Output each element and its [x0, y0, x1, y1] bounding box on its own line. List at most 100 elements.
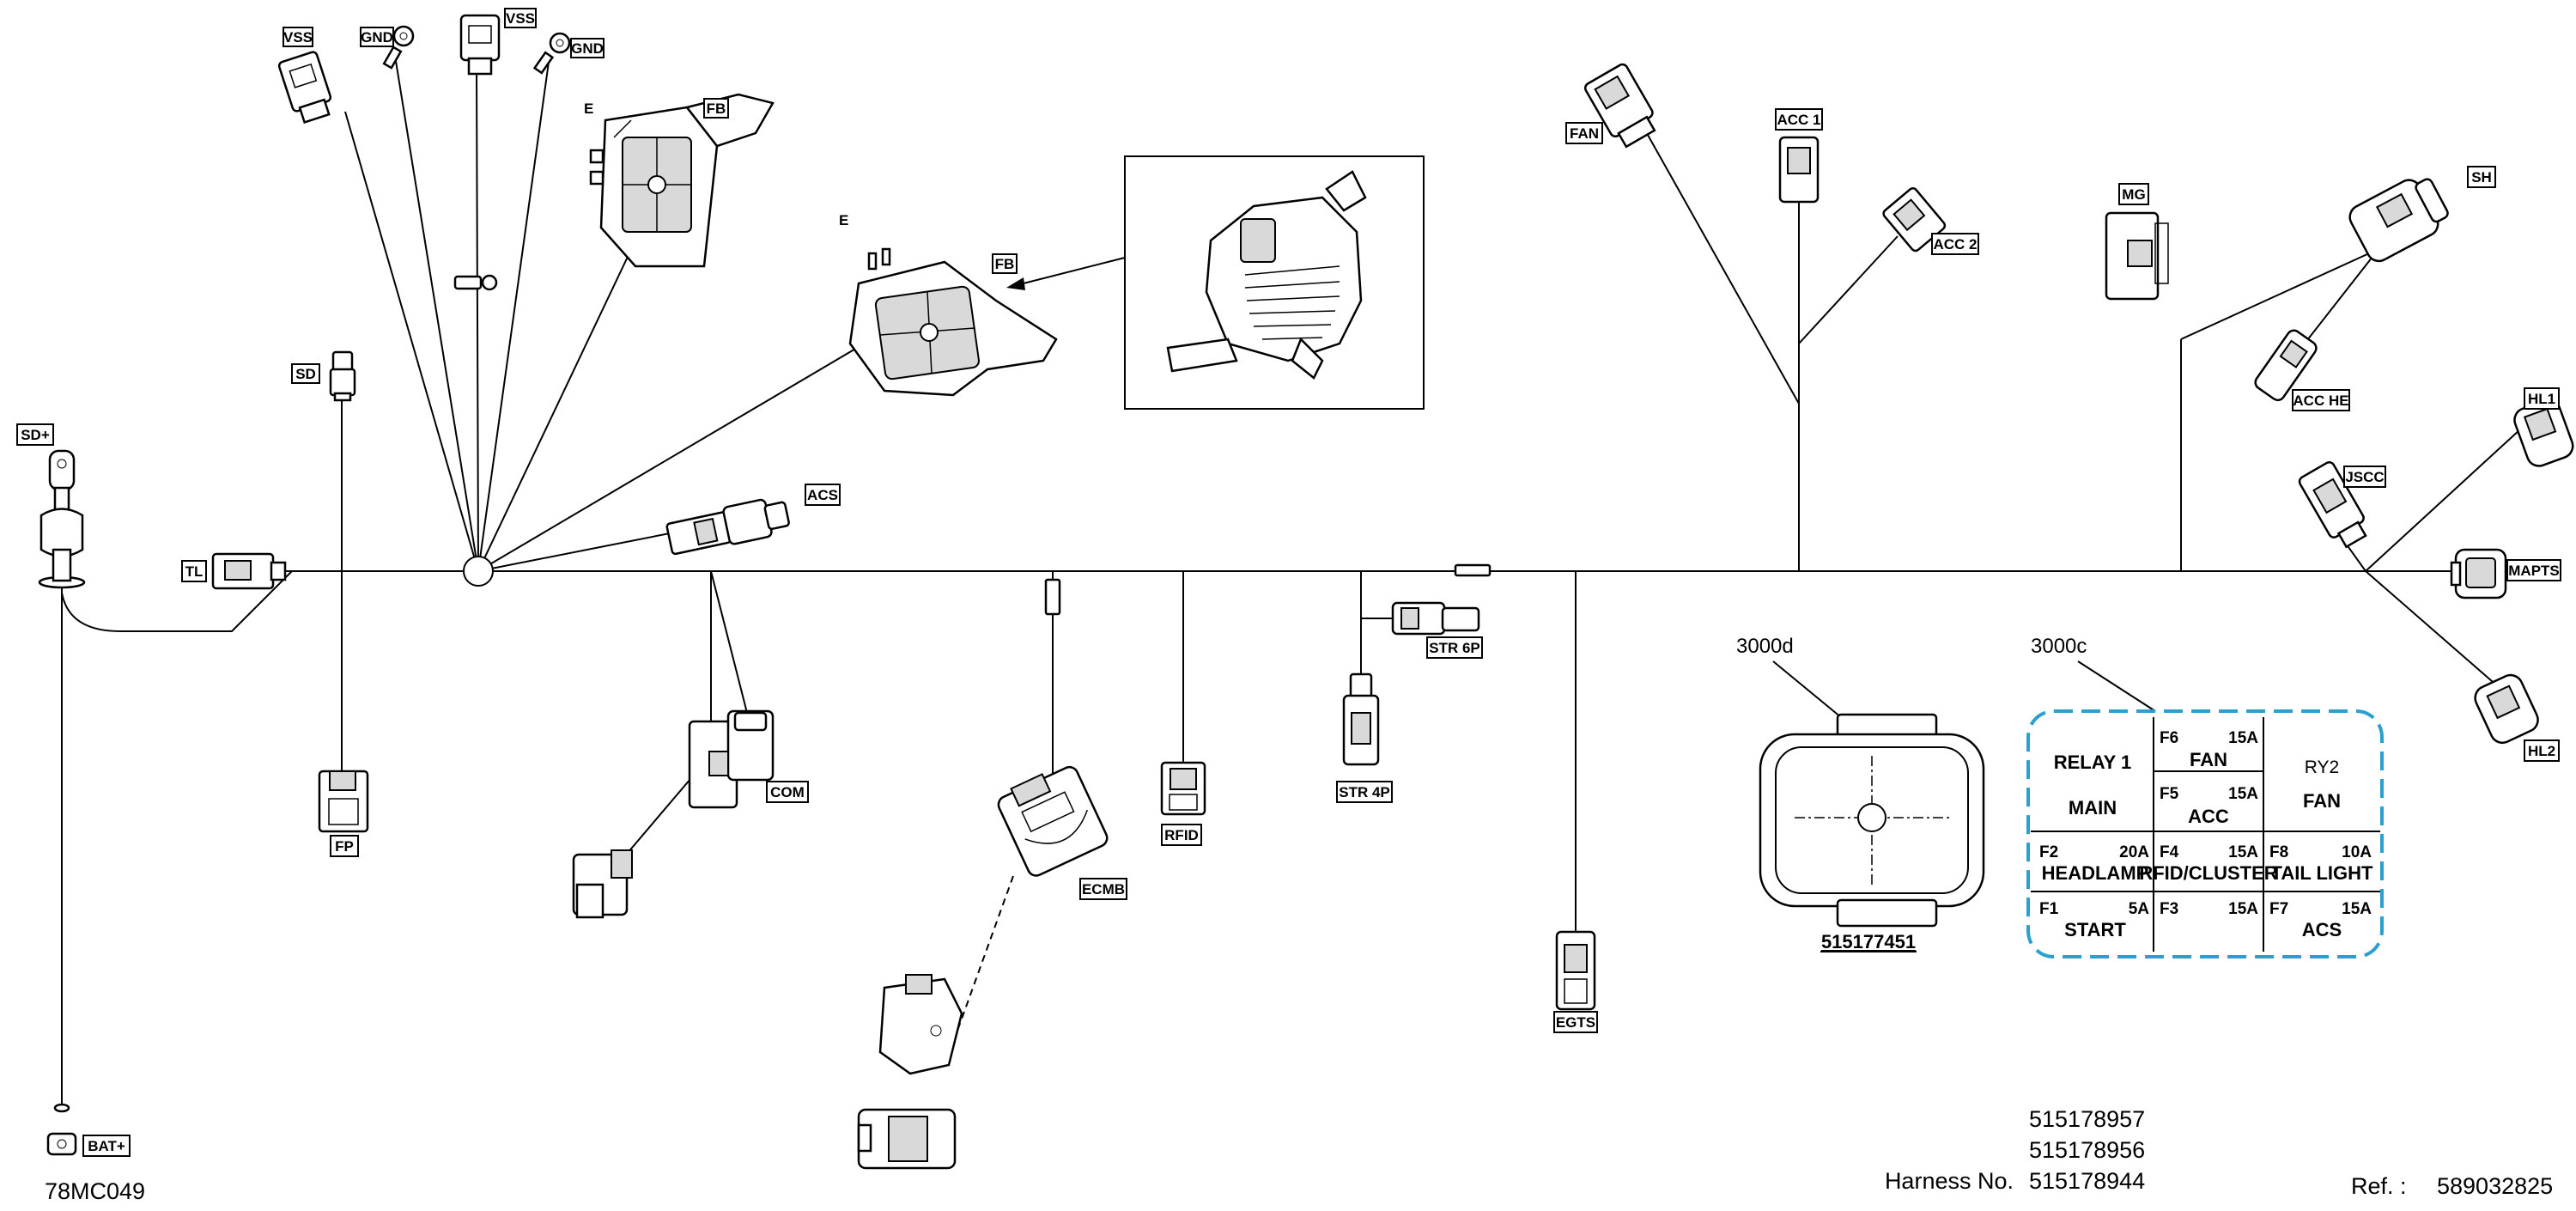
svg-text:ACC HE: ACC HE: [2293, 393, 2348, 409]
main-label: MAIN: [2069, 797, 2117, 818]
bat-plus-terminal: [46, 1103, 77, 1156]
tag-tl: TL: [181, 560, 207, 582]
svg-text:STR 6P: STR 6P: [1429, 640, 1480, 656]
f5-name: ACC: [2188, 806, 2229, 827]
svg-text:SH: SH: [2471, 169, 2492, 186]
tag-fb-2: FB: [992, 253, 1018, 274]
f7-amp: 15A: [2342, 900, 2372, 918]
f8-name: TAIL LIGHT: [2271, 862, 2374, 884]
tag-sd-plus: SD+: [16, 423, 54, 446]
hl1-connector: [2513, 399, 2574, 467]
f1-amp: 5A: [2129, 900, 2150, 918]
svg-text:HL2: HL2: [2528, 743, 2555, 759]
f6-name: FAN: [2190, 749, 2227, 770]
acs-connector: [665, 498, 790, 556]
tag-mapts: MAPTS: [2506, 559, 2561, 581]
fuse-box-e-1: [589, 93, 775, 268]
svg-text:HL1: HL1: [2528, 391, 2555, 407]
f1-id: F1: [2039, 900, 2059, 918]
ry2-fan-label: FAN: [2303, 790, 2341, 812]
f4-name: RFID/CLUSTER: [2139, 862, 2277, 884]
jscc-connector: [2298, 460, 2367, 549]
com-connector: [688, 709, 775, 809]
com-pigtail-connector: [572, 849, 633, 919]
svg-text:COM: COM: [770, 784, 805, 800]
harness-number-2: 515178956: [2029, 1137, 2145, 1163]
svg-text:ACC 1: ACC 1: [1777, 112, 1820, 128]
tag-hl1: HL1: [2524, 387, 2560, 410]
tag-acs: ACS: [805, 484, 841, 506]
ecmb-connector: [997, 765, 1109, 877]
inline-splice: [1454, 563, 1492, 577]
tag-com: COM: [766, 781, 809, 803]
str-4p-connector: [1342, 672, 1380, 766]
harness-number-3: 515178944: [2029, 1168, 2145, 1194]
svg-text:ACC 2: ACC 2: [1933, 236, 1977, 253]
tag-fan: FAN: [1565, 122, 1603, 144]
connector-tags: VSS GND VSS GND E FB E FB SD SD+ TL FP A…: [16, 8, 2561, 1157]
svg-text:FAN: FAN: [1570, 125, 1599, 142]
tag-rfid: RFID: [1161, 824, 1202, 846]
small-terminal: [453, 274, 498, 291]
f5-amp: 15A: [2228, 785, 2258, 803]
tag-fp: FP: [330, 835, 359, 857]
sd-plus-terminal: [38, 449, 86, 589]
svg-text:FB: FB: [707, 100, 726, 117]
tag-ecmb: ECMB: [1079, 878, 1127, 900]
svg-text:FP: FP: [335, 838, 354, 855]
svg-text:JSCC: JSCC: [2345, 469, 2384, 485]
svg-text:VSS: VSS: [283, 29, 313, 46]
fuse-box-top-view: 3000d 515177451: [1736, 635, 1985, 952]
connectors: [38, 14, 2574, 1170]
tag-gnd-1: GND: [360, 27, 394, 47]
hl2-connector: [2474, 673, 2539, 745]
fuse-table: 3000c RELAY 1 MAIN F6 15A FAN F5 15A ACC…: [2026, 635, 2384, 958]
svg-text:RFID: RFID: [1164, 827, 1199, 843]
svg-text:ACS: ACS: [807, 487, 838, 503]
rfid-connector: [1160, 761, 1206, 816]
relay-block: [857, 1108, 957, 1170]
svg-text:EGTS: EGTS: [1556, 1014, 1595, 1031]
ref-label: Ref. :: [2351, 1173, 2407, 1199]
acc-2-connector: [1882, 187, 1947, 253]
f6-id: F6: [2160, 729, 2178, 747]
harness-number-1: 515178957: [2029, 1106, 2145, 1132]
vss-connector-1: [277, 51, 332, 125]
tag-e-2: E: [839, 212, 848, 228]
tag-fb-1: FB: [703, 98, 729, 119]
acc-he-connector: [2254, 329, 2318, 402]
sh-connector: [2348, 178, 2449, 263]
splice-hub: [463, 556, 494, 587]
tag-acc-2: ACC 2: [1931, 233, 1979, 255]
svg-text:MAPTS: MAPTS: [2508, 563, 2560, 579]
egts-connector: [1555, 930, 1596, 1011]
f8-amp: 10A: [2342, 843, 2372, 861]
f3-id: F3: [2160, 900, 2178, 918]
harness-label: Harness No.: [1885, 1168, 2014, 1194]
svg-text:VSS: VSS: [506, 10, 535, 27]
svg-text:BAT+: BAT+: [88, 1138, 125, 1154]
tag-hl2: HL2: [2524, 739, 2560, 762]
view-label-3000d: 3000d: [1736, 635, 1794, 658]
f7-id: F7: [2269, 900, 2288, 918]
footer: 78MC049 515178957 515178956 Harness No. …: [45, 1106, 2553, 1204]
str-6p-connector: [1391, 601, 1480, 636]
svg-text:STR 4P: STR 4P: [1339, 784, 1390, 800]
tag-sh: SH: [2467, 166, 2496, 188]
tag-jscc: JSCC: [2343, 466, 2386, 488]
fuse-box-part-number: 515177451: [1821, 931, 1916, 952]
tag-gnd-2: GND: [570, 38, 605, 58]
drawing-code: 78MC049: [45, 1178, 145, 1204]
f6-amp: 15A: [2228, 729, 2258, 747]
ref-number: 589032825: [2437, 1173, 2553, 1199]
harness-wires: [61, 55, 2521, 1108]
svg-text:SD+: SD+: [21, 427, 50, 443]
fan-connector: [1583, 63, 1656, 149]
f2-id: F2: [2039, 843, 2058, 861]
f5-id: F5: [2160, 785, 2179, 803]
tag-bat-plus: BAT+: [82, 1135, 131, 1157]
ecmb-inline-fuse: [1044, 578, 1061, 616]
tag-e-1: E: [584, 100, 593, 117]
mapts-connector: [2450, 548, 2507, 599]
